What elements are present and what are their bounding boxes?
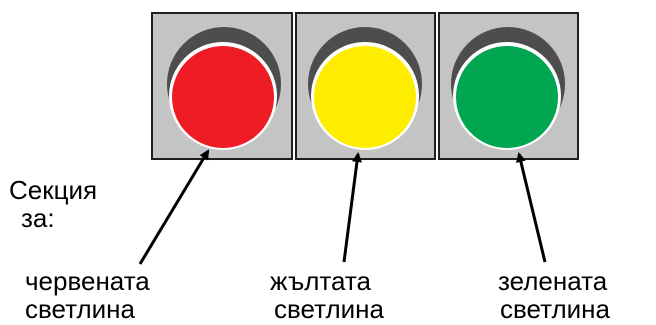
- green-light-label-line2: светлина: [500, 294, 610, 324]
- green-light-label-line1: зелената: [498, 266, 608, 296]
- section-caption-line2: за:: [21, 203, 55, 233]
- arrow-yellow: [342, 152, 362, 263]
- arrow-green: [516, 152, 547, 263]
- section-green: [438, 12, 579, 263]
- section-yellow: [295, 12, 436, 263]
- red-light-label-line1: червената: [25, 266, 150, 296]
- red-light-label-line2: светлина: [25, 294, 135, 324]
- yellow-light-label-line2: светлина: [274, 294, 384, 324]
- section-red: [138, 12, 293, 265]
- arrow-red: [138, 149, 210, 265]
- yellow-light-label-line1: жълтата: [270, 266, 371, 296]
- green-light: [456, 46, 558, 148]
- yellow-light: [314, 46, 416, 148]
- section-caption-line1: Секция: [9, 175, 98, 205]
- red-light: [172, 46, 274, 148]
